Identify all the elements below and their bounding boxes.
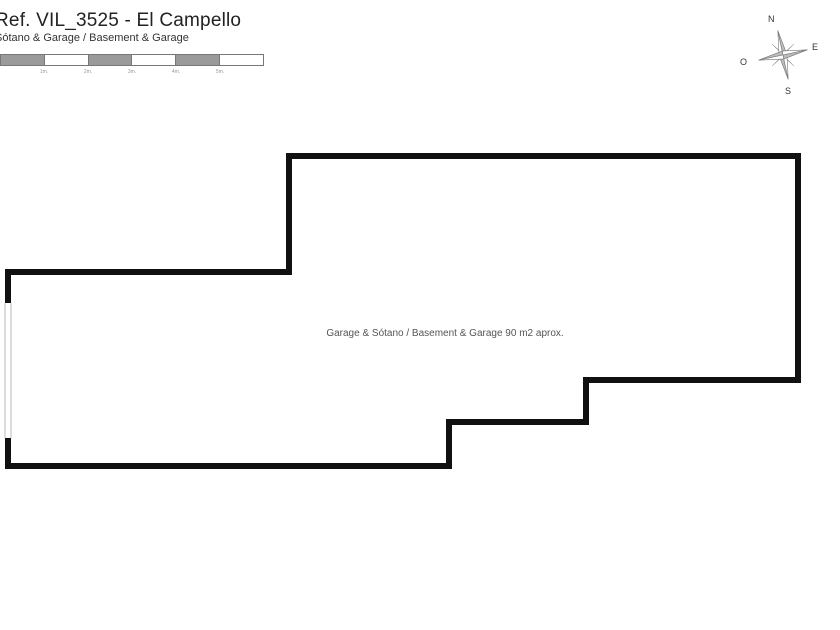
scale-labels: 1m. 2m. 3m. 4m. 5m. (0, 69, 264, 77)
scale-segment (44, 55, 89, 65)
scale-bar (0, 54, 264, 66)
scale-segment (88, 55, 133, 65)
compass-west-label: O (740, 57, 748, 67)
room-walls (5, 153, 801, 469)
compass-star-icon (758, 30, 808, 80)
compass-north-label: N (768, 14, 775, 24)
scale-segment (176, 55, 221, 65)
scale-label-3m: 3m. (127, 69, 137, 75)
scale-label-2m: 2m. (83, 69, 93, 75)
plan-subtitle: Sótano & Garage / Basement & Garage (0, 32, 189, 44)
scale-label-4m: 4m. (171, 69, 181, 75)
plan-title: Ref. VIL_3525 - El Campello (0, 10, 242, 31)
room-label: Garage & Sótano / Basement & Garage 90 m… (326, 328, 564, 339)
scale-segment (1, 55, 45, 65)
scale-segment (220, 55, 263, 65)
compass-east-label: E (812, 42, 819, 52)
scale-label-1m: 1m. (39, 69, 49, 75)
compass-south-label: S (785, 86, 792, 96)
scale-segment (132, 55, 177, 65)
scale-label-5m: 5m. (215, 69, 225, 75)
compass-rose: N E S O (738, 12, 828, 98)
